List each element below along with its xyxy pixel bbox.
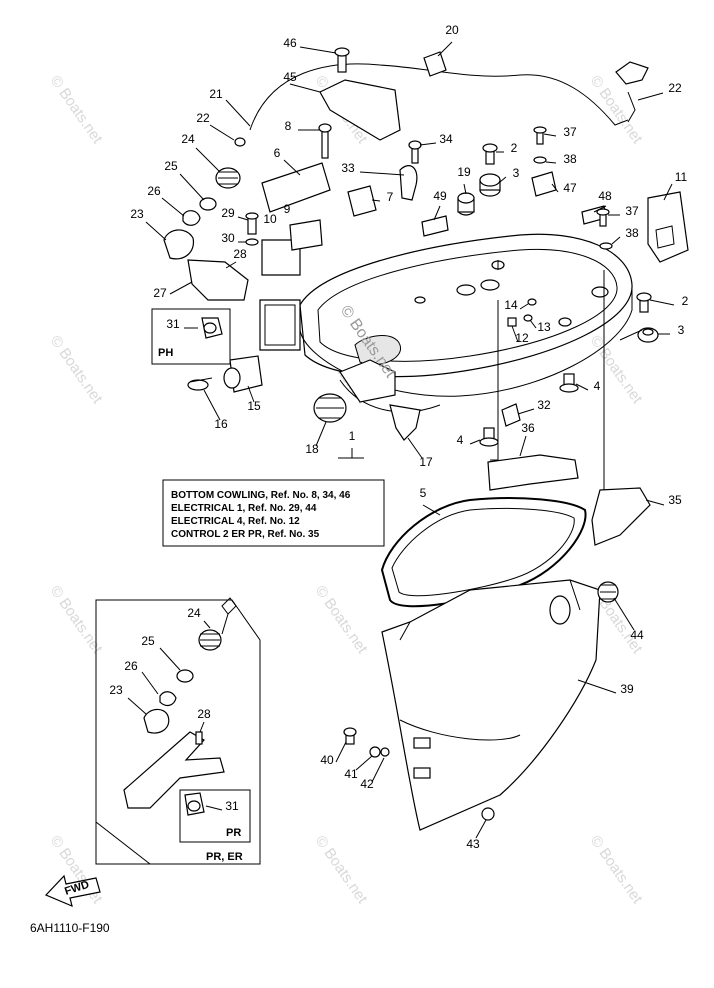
- callout-44: 44: [630, 628, 644, 642]
- callout-49: 49: [433, 189, 447, 203]
- callout-41: 41: [344, 767, 358, 781]
- callout-22: 22: [196, 111, 210, 125]
- cowling-bolts: [343, 727, 495, 821]
- watermark-text: © Boats.net: [47, 583, 106, 658]
- callout-8: 8: [285, 119, 292, 133]
- callout-35: 35: [668, 493, 682, 507]
- watermark-text: © Boats.net: [587, 73, 646, 148]
- callout-24: 24: [187, 606, 201, 620]
- callout-20: 20: [445, 23, 459, 37]
- callout-6: 6: [274, 146, 281, 160]
- watermark-text: © Boats.net: [47, 333, 106, 408]
- callout-3: 3: [513, 166, 520, 180]
- callout-36: 36: [521, 421, 535, 435]
- watermark-text: © Boats.net: [312, 583, 371, 658]
- grommets: [421, 126, 613, 250]
- callout-23: 23: [130, 207, 144, 221]
- inset-ph: PH: [151, 308, 231, 365]
- forward-arrow: FWD: [44, 874, 101, 908]
- callout-26: 26: [124, 659, 138, 673]
- callout-37: 37: [563, 125, 577, 139]
- bracket-45: [319, 47, 401, 141]
- callout-15: 15: [247, 399, 261, 413]
- inset-pr-label: PR: [226, 827, 241, 839]
- callout-24: 24: [181, 132, 195, 146]
- right-fasteners: [479, 292, 659, 447]
- cable-harness: [249, 51, 649, 131]
- callout-39: 39: [620, 682, 634, 696]
- watermark-text: © Boats.net: [312, 833, 371, 908]
- lower-fittings: [187, 355, 521, 441]
- callout-10: 10: [263, 212, 277, 226]
- side-bracket-11: [647, 191, 689, 263]
- callout-14: 14: [504, 298, 518, 312]
- inset-ph-label: PH: [158, 347, 173, 359]
- callout-38: 38: [563, 152, 577, 166]
- callout-48: 48: [598, 189, 612, 203]
- reference-note-box: BOTTOM COWLING, Ref. No. 8, 34, 46 ELECT…: [162, 479, 385, 547]
- callout-7: 7: [387, 190, 394, 204]
- callout-27: 27: [153, 286, 167, 300]
- callout-26: 26: [147, 184, 161, 198]
- control-parts-upper: [163, 137, 323, 301]
- callout-18: 18: [305, 442, 319, 456]
- callout-33: 33: [341, 161, 355, 175]
- callout-28: 28: [197, 707, 211, 721]
- callout-23: 23: [109, 683, 123, 697]
- callout-46: 46: [283, 36, 297, 50]
- inset-pr-er: PR PR, ER: [95, 597, 261, 865]
- callout-45: 45: [283, 70, 297, 84]
- callout-31: 31: [225, 799, 239, 813]
- note-line-2: ELECTRICAL 1, Ref. No. 29, 44: [171, 503, 317, 514]
- callout-29: 29: [221, 206, 235, 220]
- callout-22: 22: [668, 81, 682, 95]
- inset-pr-er-label: PR, ER: [206, 851, 243, 863]
- callout-28: 28: [233, 247, 247, 261]
- callout-16: 16: [214, 417, 228, 431]
- callout-3: 3: [678, 323, 685, 337]
- callout-31: 31: [166, 317, 180, 331]
- note-line-3: ELECTRICAL 4, Ref. No. 12: [171, 516, 300, 527]
- callout-4: 4: [594, 379, 601, 393]
- callout-2: 2: [682, 294, 689, 308]
- callout-17: 17: [419, 455, 433, 469]
- callout-38: 38: [625, 226, 639, 240]
- watermark-text: © Boats.net: [587, 833, 646, 908]
- callout-13: 13: [537, 320, 551, 334]
- callout-12: 12: [515, 331, 529, 345]
- bottom-cowling: [259, 233, 633, 413]
- diagram-code: 6AH1110-F190: [30, 921, 110, 935]
- callout-11: 11: [675, 170, 688, 184]
- callout-40: 40: [320, 753, 334, 767]
- note-line-4: CONTROL 2 ER PR, Ref. No. 35: [171, 529, 320, 540]
- callout-43: 43: [466, 837, 480, 851]
- callout-19: 19: [457, 165, 471, 179]
- callout-34: 34: [439, 132, 453, 146]
- callout-2: 2: [511, 141, 518, 155]
- note-line-1: BOTTOM COWLING, Ref. No. 8, 34, 46: [171, 490, 351, 501]
- callout-4: 4: [457, 433, 464, 447]
- callout-5: 5: [420, 486, 427, 500]
- callout-37: 37: [625, 204, 639, 218]
- callout-25: 25: [164, 159, 178, 173]
- callout-21: 21: [209, 87, 223, 101]
- leader-lines: [145, 41, 675, 839]
- watermark-text: © Boats.net: [47, 73, 106, 148]
- callout-9: 9: [284, 202, 291, 216]
- lower-brackets: [487, 454, 651, 546]
- callout-1: 1: [349, 429, 356, 443]
- lower-cowling-39: [381, 579, 619, 831]
- callout-25: 25: [141, 634, 155, 648]
- callout-32: 32: [537, 398, 551, 412]
- callout-30: 30: [221, 231, 235, 245]
- callout-47: 47: [563, 181, 577, 195]
- callout-42: 42: [360, 777, 374, 791]
- watermark-text: © Boats.net: [587, 333, 646, 408]
